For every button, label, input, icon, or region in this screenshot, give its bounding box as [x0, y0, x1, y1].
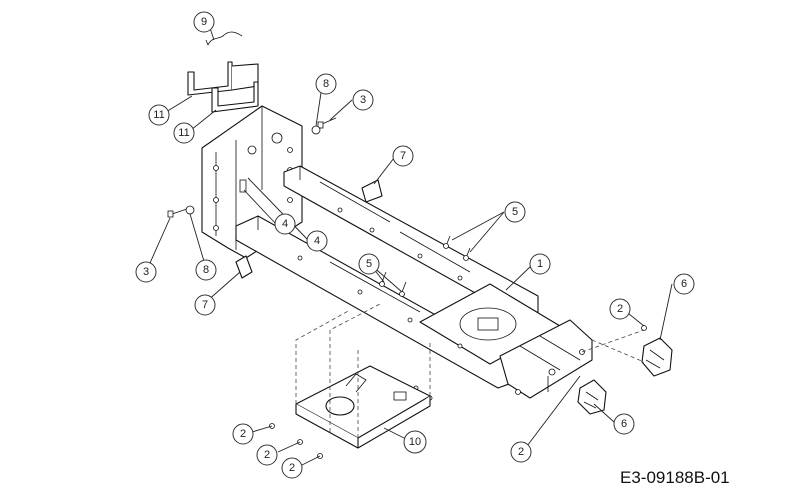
callout-6-right: 6: [673, 273, 695, 295]
hanger-wire-part: [205, 31, 243, 46]
callout-2-lower-right-label: 2: [518, 446, 524, 458]
callout-7-left-label: 7: [202, 299, 208, 311]
callout-9-label: 9: [201, 16, 207, 28]
callout-8-top: 8: [315, 73, 337, 95]
u-bracket-upper: [187, 61, 259, 96]
callout-2-lower-right: 2: [510, 441, 532, 463]
callout-11-upper-label: 11: [153, 109, 164, 121]
callout-7-left: 7: [194, 294, 216, 316]
callout-3-top-label: 3: [360, 94, 366, 106]
callout-8-left: 8: [195, 259, 217, 281]
callout-2-plate-b: 2: [256, 444, 278, 466]
callout-5-right: 5: [504, 201, 526, 223]
callout-4-lower: 4: [306, 230, 328, 252]
rear-bracket-right: [641, 337, 673, 377]
callout-2-plate-c-label: 2: [289, 462, 295, 474]
callout-11-lower: 11: [173, 122, 195, 144]
callout-2-plate-a: 2: [232, 423, 254, 445]
callout-1: 1: [529, 253, 551, 275]
callout-4-upper-label: 4: [282, 218, 288, 230]
callout-2-plate-b-label: 2: [264, 449, 270, 461]
callout-7-top-label: 7: [400, 150, 406, 162]
callout-9: 9: [193, 11, 215, 33]
callout-11-lower-label: 11: [178, 127, 189, 139]
callout-10: 10: [403, 430, 427, 454]
callout-4-lower-label: 4: [314, 235, 320, 247]
rear-bracket-left: [577, 379, 607, 415]
callout-10-label: 10: [409, 436, 421, 448]
callout-2-right-label: 2: [617, 303, 623, 315]
callout-6-lower-label: 6: [621, 418, 627, 430]
callout-2-plate-a-label: 2: [240, 428, 246, 440]
callout-4-upper: 4: [274, 213, 296, 235]
callout-7-top: 7: [392, 145, 414, 167]
callout-3-left-label: 3: [143, 266, 149, 278]
assembly-lines: [295, 303, 645, 438]
fasteners: [167, 117, 647, 459]
callout-6-lower: 6: [613, 413, 635, 435]
callout-1-label: 1: [537, 258, 543, 270]
callout-8-top-label: 8: [323, 78, 329, 90]
callout-5-right-label: 5: [512, 206, 518, 218]
callout-5-left-label: 5: [366, 258, 372, 270]
callout-8-left-label: 8: [203, 264, 209, 276]
callout-11-upper: 11: [148, 104, 170, 126]
callout-3-left: 3: [135, 261, 157, 283]
main-frame: [235, 165, 593, 399]
u-bracket-lower: [211, 81, 259, 113]
callout-5-left: 5: [358, 253, 380, 275]
document-code: E3-09188B-01: [620, 468, 730, 487]
callout-2-right: 2: [609, 298, 631, 320]
callout-6-right-label: 6: [681, 278, 687, 290]
callout-3-top: 3: [352, 89, 374, 111]
callout-2-plate-c: 2: [281, 457, 303, 479]
